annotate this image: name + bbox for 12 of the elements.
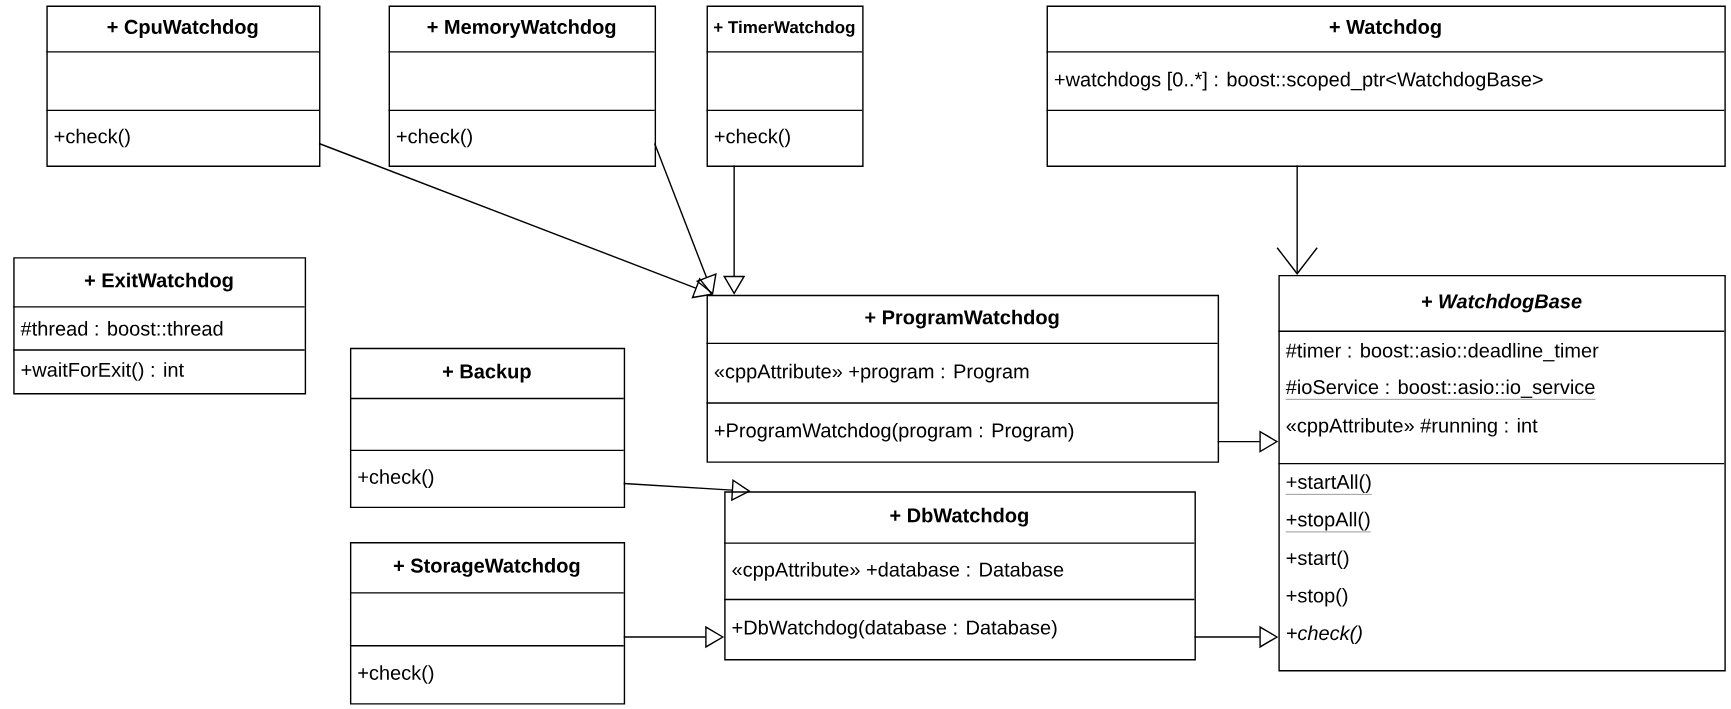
class-box: + CpuWatchdog +check(): [45, 5, 321, 168]
class-box: + ExitWatchdog #thread : boost::thread +waitForExit() : int: [12, 257, 307, 395]
class-box: + Watchdog +watchdogs [0..*] : boost::scoped_ptr<WatchdogBase>: [1045, 5, 1726, 168]
class-box: + WatchdogBase #timer : boost::asio::deadline_timer #ioService : boost::asio::io_service «cppAttribute» #running : int +startAll() +stopAll() +start() +stop() +check(): [1277, 275, 1726, 672]
association-arrow: [1276, 165, 1318, 275]
class-box: + TimerWatchdog +check(): [705, 5, 864, 168]
class-box: + StorageWatchdog +check(): [349, 542, 626, 705]
class-box: + MemoryWatchdog +check(): [387, 5, 657, 168]
class-box: + ProgramWatchdog «cppAttribute» +program : Program +ProgramWatchdog(program : Program): [705, 294, 1220, 463]
class-box: + DbWatchdog «cppAttribute» +database : Database +DbWatchdog(database : Database): [723, 491, 1196, 661]
generalization-arrow: [653, 142, 717, 295]
class-box: + Backup +check(): [349, 347, 626, 509]
